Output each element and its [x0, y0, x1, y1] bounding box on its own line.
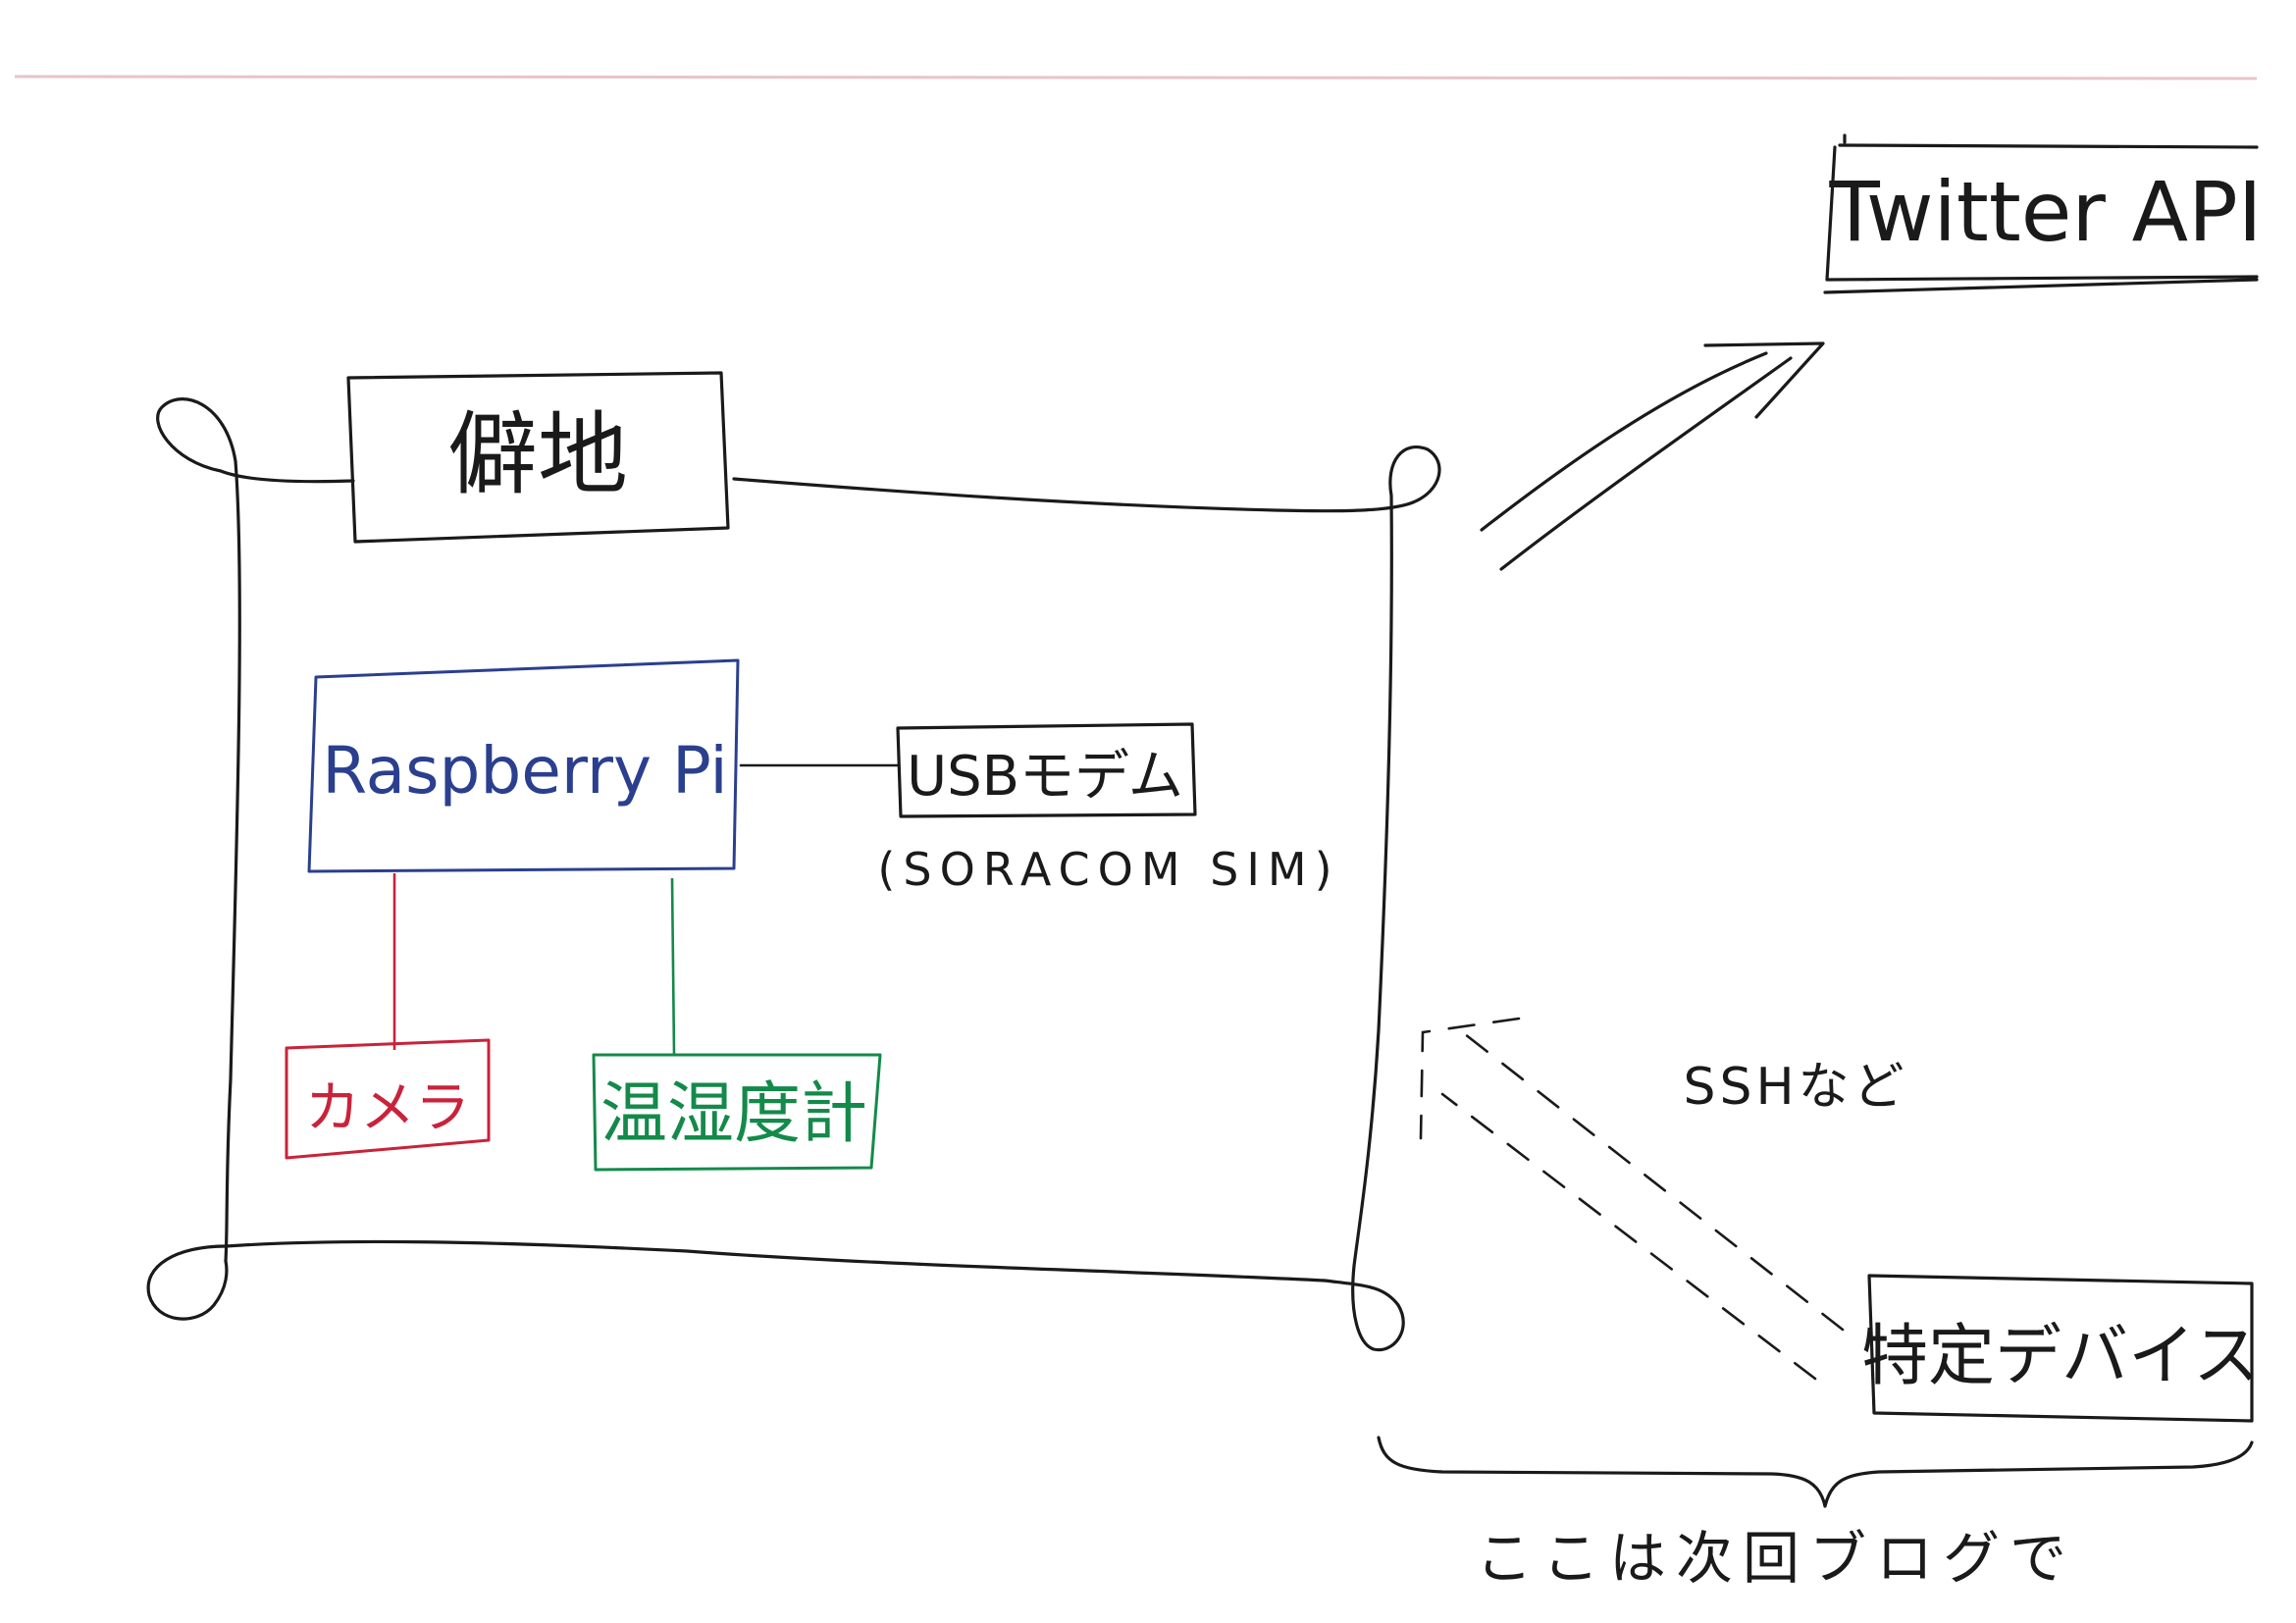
- usb-modem-label: USBモデム: [907, 745, 1183, 809]
- pi-to-hygrometer-link: [670, 877, 676, 1056]
- hygrometer-node: 温湿度計: [592, 1053, 882, 1172]
- twitter-api-node: Twitter API: [1823, 133, 2263, 294]
- remote-site-boundary: [146, 397, 1441, 1352]
- remote-site-label: 僻地: [447, 402, 628, 507]
- remote-site-label-box: 僻地: [346, 371, 730, 544]
- header-rule: [14, 75, 2258, 80]
- future-scope-note: ここは次回ブログで: [1476, 1525, 2076, 1592]
- twitter-api-label: Twitter API: [1828, 164, 2262, 260]
- camera-node: カメラ: [285, 1038, 491, 1160]
- usb-modem-node: USBモデム (SORACOM SIM): [877, 722, 1339, 896]
- raspberry-pi-label: Raspberry Pi: [322, 733, 727, 809]
- future-scope-brace: [1377, 1436, 2254, 1508]
- specific-device-label: 特定デバイス: [1861, 1318, 2260, 1395]
- usb-modem-sub-label: (SORACOM SIM): [877, 843, 1339, 896]
- ssh-access-arrow: [1419, 1017, 1845, 1381]
- specific-device-node: 特定デバイス: [1861, 1274, 2260, 1423]
- ssh-label: SSHなど: [1683, 1058, 1907, 1117]
- hygrometer-label: 温湿度計: [600, 1075, 867, 1153]
- upload-arrow: [1480, 341, 1825, 571]
- raspberry-pi-node: Raspberry Pi: [307, 658, 740, 873]
- camera-label: カメラ: [305, 1076, 470, 1140]
